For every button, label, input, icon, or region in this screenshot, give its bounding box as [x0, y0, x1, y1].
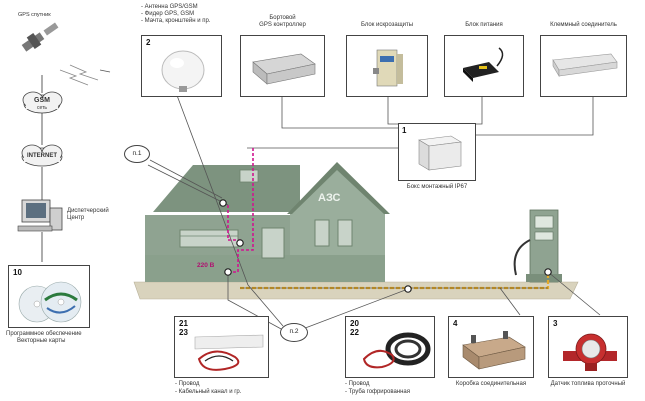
cable-channel-line-1: - Провод — [175, 381, 200, 387]
controller-title-2: GPS контроллер — [259, 22, 306, 28]
power-supply-icon — [463, 47, 504, 82]
junction-box: 4 — [448, 316, 534, 378]
antenna-box: 2 — [141, 35, 222, 97]
antenna-line-3: - Мачта, кронштейн и пр. — [141, 18, 211, 24]
cable-channel-number-b: 23 — [179, 328, 188, 337]
gsm-subtitle: сеть — [36, 105, 47, 111]
protection-title: Блок искрозащиты — [360, 22, 414, 28]
window-gable — [239, 169, 259, 183]
fuel-dispenser — [513, 209, 562, 283]
gsm-cloud-icon — [22, 91, 63, 114]
internet-label: INTERNET — [27, 153, 57, 159]
signal-lightning-icon — [59, 64, 99, 86]
gps-satellite-icon — [21, 22, 59, 52]
cable-channel-number-a: 21 — [179, 319, 188, 328]
fuel-sensor-box: 3 — [548, 316, 628, 378]
antenna-line-2: - Фидер GPS, GSM — [141, 11, 195, 17]
software-line-2: Векторные карты — [17, 338, 66, 344]
terminal-box — [540, 35, 627, 97]
controller-box — [240, 35, 325, 97]
power-box — [444, 35, 524, 97]
callout-p2 — [280, 323, 308, 342]
power-title: Блок питания — [465, 22, 503, 28]
ip67-box: 1 — [398, 123, 476, 181]
fuel-sensor-number: 3 — [553, 319, 558, 328]
azs-label: АЗС — [318, 192, 341, 204]
house-roof — [153, 165, 300, 212]
terminal-block-icon — [552, 53, 618, 78]
junction-number: 4 — [453, 319, 458, 328]
corrugated-line-1: - Провод — [345, 381, 370, 387]
terminal-title: Клеммный соединитель — [550, 22, 617, 28]
fuel-flow-sensor-icon — [563, 333, 617, 371]
computer-icon — [17, 199, 63, 232]
corrugated-tube-icon — [362, 332, 431, 369]
ground — [133, 281, 579, 300]
ip67-number: 1 — [402, 126, 407, 135]
protection-box — [346, 35, 428, 97]
dispatch-label-1: Диспетчерский — [67, 208, 109, 214]
gps-controller-icon — [252, 53, 316, 85]
cable-channel-icon — [194, 334, 264, 371]
controller-title-1: Бортовой — [269, 15, 296, 21]
callout-p1-label: п.1 — [132, 150, 142, 157]
spark-protection-icon — [373, 49, 403, 87]
internet-cloud-icon — [21, 144, 63, 167]
cable-channel-line-2: - Кабельный канал и гр. — [175, 389, 242, 395]
door — [261, 227, 285, 259]
callout-p2-label: п.2 — [289, 328, 299, 335]
fuel-sensor-caption: Датчик топлива проточный — [550, 381, 626, 387]
antenna-line-1: - Антенна GPS/GSM — [141, 4, 198, 10]
junction-caption: Коробка соединительная — [455, 381, 527, 387]
gps-satellite-label: GPS спутник — [18, 12, 51, 18]
corrugated-number-a: 20 — [350, 319, 359, 328]
dispatch-label-2: Центр — [67, 215, 85, 221]
antenna-number: 2 — [146, 38, 151, 47]
software-box: 10 — [8, 265, 90, 328]
enclosure-icon — [418, 135, 462, 171]
software-number: 10 — [13, 268, 22, 277]
gsm-title: GSM — [34, 97, 50, 104]
cable-channel-box: 21 23 — [174, 316, 269, 378]
ip67-caption: Бокс монтажный IP67 — [406, 184, 468, 190]
junction-box-icon — [462, 331, 526, 370]
corrugated-line-2: - Труба гофрированная — [345, 389, 410, 395]
callout-p1 — [124, 145, 150, 163]
window-right-1 — [314, 219, 330, 247]
window-right-2 — [337, 219, 353, 247]
cd-disc-icon — [18, 281, 82, 323]
voltage-label: 220 В — [197, 262, 215, 269]
corrugated-number-b: 22 — [350, 328, 359, 337]
window-left — [179, 229, 239, 248]
corrugated-box: 20 22 — [345, 316, 435, 378]
software-line-1: Программное обеспечение — [6, 331, 82, 337]
antenna-icon — [161, 50, 205, 92]
